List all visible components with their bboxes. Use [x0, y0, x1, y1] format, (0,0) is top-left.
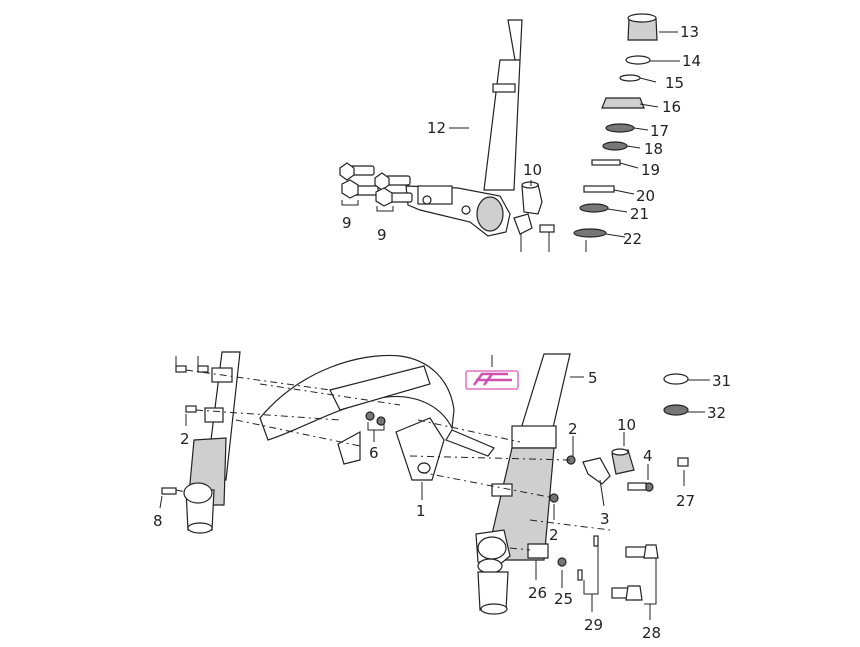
callout-31: 31	[712, 372, 731, 390]
callout-10-bottom: 10	[617, 416, 636, 434]
callout-16: 16	[662, 98, 681, 116]
callout-13: 13	[680, 23, 699, 41]
callout-1: 1	[416, 502, 426, 520]
callout-15: 15	[665, 74, 684, 92]
callout-18: 18	[644, 140, 663, 158]
callout-6: 6	[369, 444, 379, 462]
callout-32: 32	[707, 404, 726, 422]
fork-hardware	[161, 365, 689, 601]
assembly-lines	[175, 369, 611, 551]
leader-lines	[159, 31, 710, 620]
callout-17: 17	[650, 122, 669, 140]
right-fork-tube	[475, 353, 571, 615]
callout-21: 21	[630, 205, 649, 223]
callout-14: 14	[682, 52, 701, 70]
callout-27: 27	[676, 492, 695, 510]
callout-9-right: 9	[377, 226, 387, 244]
front-fender	[259, 354, 495, 481]
steering-stem-bolts	[339, 162, 413, 212]
callout-4: 4	[643, 447, 653, 465]
dust-seals	[663, 373, 689, 416]
callout-25: 25	[554, 590, 573, 608]
callout-2-left: 2	[180, 430, 190, 448]
steering-stem	[405, 19, 523, 237]
callout-8: 8	[153, 512, 163, 530]
callout-28: 28	[642, 624, 661, 642]
left-fork-tube	[183, 351, 241, 534]
brand-logo-icon	[465, 370, 519, 390]
callout-22: 22	[623, 230, 642, 248]
callout-9-left: 9	[342, 214, 352, 232]
callout-5: 5	[588, 369, 598, 387]
callout-19: 19	[641, 161, 660, 179]
top-bracket-clamp	[513, 181, 555, 252]
callout-3: 3	[600, 510, 610, 528]
callout-20: 20	[636, 187, 655, 205]
callout-29: 29	[584, 616, 603, 634]
callout-26: 26	[528, 584, 547, 602]
callout-labels: 12 13 14 15 16 17 18 19 20 21 22 10 9 9 …	[153, 23, 731, 642]
callout-2-fork-lower: 2	[549, 526, 559, 544]
steering-bearing-stack	[573, 13, 658, 252]
callout-12: 12	[427, 119, 446, 137]
callout-10-top: 10	[523, 161, 542, 179]
callout-2-fork-upper: 2	[568, 420, 578, 438]
